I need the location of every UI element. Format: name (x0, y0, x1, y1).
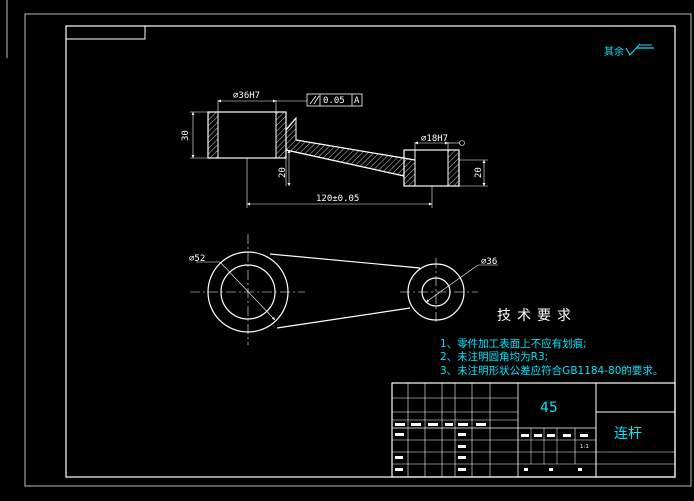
tolerance-value: 0.05 (323, 96, 345, 106)
dim-height-30: 30 (181, 130, 191, 141)
tech-req-item-2: 2、未注明圆角均为R3; (440, 350, 548, 363)
frame-corner-box (65, 25, 146, 40)
tech-req-item-1: 1、零件加工表面上不应有划痕; (440, 337, 587, 350)
title-block-scale: 1:1 (580, 444, 589, 450)
dim-bore-left: ⌀36H7 (233, 91, 260, 101)
sheet-border (24, 13, 692, 487)
roughness-label: 其余 (604, 45, 624, 58)
technical-requirements: 技术要求 1、零件加工表面上不应有划痕; 2、未注明圆角均为R3; 3、未注明形… (440, 308, 663, 377)
dim-height-20-mid: 20 (278, 167, 288, 178)
dim-center-distance: 120±0.05 (316, 194, 359, 204)
tolerance-datum: A (354, 96, 360, 106)
top-view: ⌀52 ⌀36 (189, 234, 498, 345)
title-block-part-name: 连杆 (614, 426, 642, 442)
dim-dia-36: ⌀36 (481, 257, 497, 267)
tech-req-item-3: 3、未注明形状公差应符合GB1184-80的要求。 (440, 364, 663, 377)
dim-height-20-right: 20 (474, 167, 484, 178)
geometric-tolerance-frame: 0.05 A (276, 93, 363, 107)
front-view: ⌀36H7 0.05 A 30 ⌀18H7 20 20 (181, 91, 488, 208)
dim-bore-right: ⌀18H7 (421, 134, 448, 144)
tech-req-title: 技术要求 (497, 308, 577, 324)
roughness-note: 其余 (604, 43, 654, 58)
drawing-frame (65, 25, 676, 478)
title-block (391, 382, 676, 478)
title-block-material: 45 (540, 400, 558, 416)
dim-dia-52: ⌀52 (189, 254, 205, 264)
